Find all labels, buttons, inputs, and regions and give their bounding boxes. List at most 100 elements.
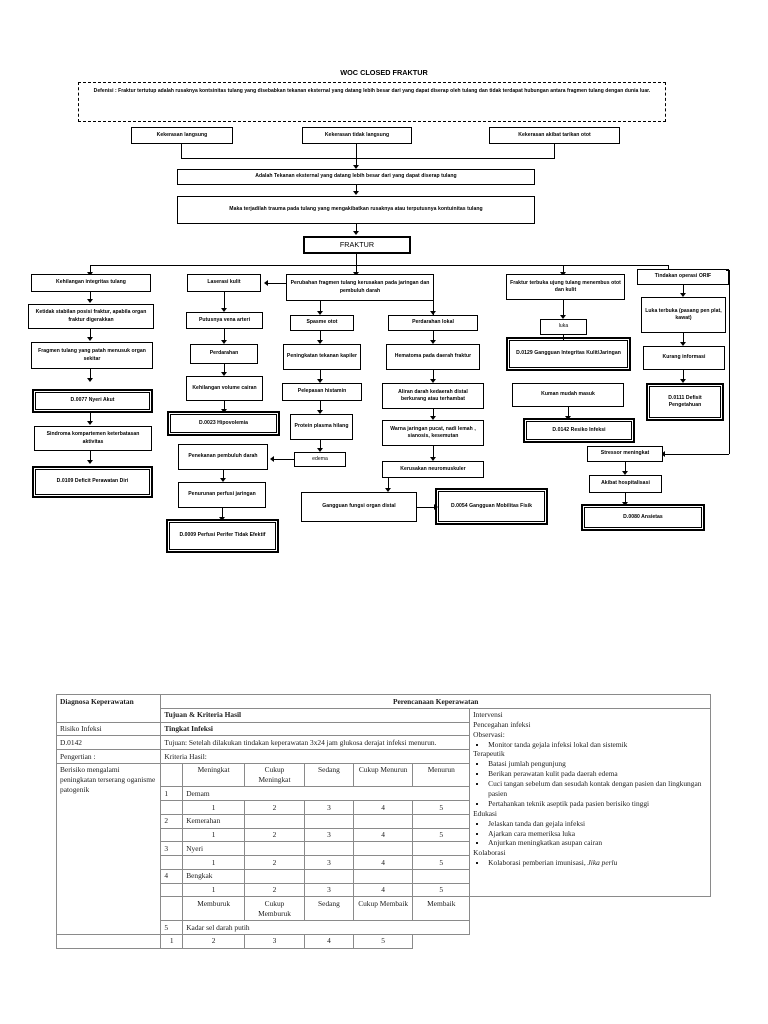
score-cell: 5 xyxy=(412,827,471,843)
diagnosa-code: D.0142 xyxy=(55,735,162,751)
spacer-cell xyxy=(160,896,184,922)
score-cell: 1 xyxy=(160,933,184,949)
edge-line xyxy=(320,370,321,380)
empty-cell xyxy=(352,841,414,857)
group-items-terapeutik: Batasi jumlah pengunjung Berikan perawat… xyxy=(482,759,707,809)
edge-line xyxy=(554,144,555,158)
spacer-cell xyxy=(160,882,184,898)
scale-label: Membaik xyxy=(412,896,471,922)
edge-line xyxy=(320,301,321,312)
node-d0129-gangguan-integritas-kulit: D.0129 Gangguan Integritas Kulit/Jaringa… xyxy=(506,337,631,371)
node-gangguan-fungsi-organ-distal: Gangguan fungsi organ distal xyxy=(301,492,417,522)
table-row: D.0142 Tujuan: Setelah dilakukan tindaka… xyxy=(55,735,711,751)
score-cell: 4 xyxy=(352,800,414,815)
arrow-head xyxy=(219,517,225,521)
woc-diagram: WOC CLOSED FRAKTUR Defenisi : Fraktur te… xyxy=(28,68,730,553)
edge-line xyxy=(563,335,564,343)
empty-cell xyxy=(352,813,414,829)
criteria-name: Demam xyxy=(182,786,471,802)
arrow-head xyxy=(680,342,686,346)
node-akibat-hospitalisasi: Akibat hospitalisasi xyxy=(589,475,662,493)
edge-line xyxy=(563,265,564,273)
edge-line xyxy=(356,158,357,166)
score-cell: 1 xyxy=(182,800,246,815)
edge-line xyxy=(388,478,389,489)
node-perubahan-fragmen: Perubahan fragmen tulang kerusakan pada … xyxy=(286,274,434,301)
arrow-head xyxy=(87,299,93,303)
arrow-head xyxy=(317,379,323,383)
group-items-edukasi: Jelaskan tanda dan gejala infeksi Ajarka… xyxy=(482,819,707,849)
edge-line xyxy=(320,440,321,449)
definition-box: Defenisi : Fraktur tertutup adalah rusak… xyxy=(78,82,666,122)
edge-line xyxy=(181,144,182,158)
score-cell: 2 xyxy=(244,800,305,815)
edge-line xyxy=(224,329,225,341)
arrow-head xyxy=(430,311,436,315)
arrow-head xyxy=(221,372,227,376)
col-tujuan-header: Tujuan & Kriteria Hasil xyxy=(160,707,471,723)
empty-cell xyxy=(244,868,305,884)
edge-line xyxy=(563,300,564,316)
score-cell: 2 xyxy=(244,882,305,898)
edge-line xyxy=(433,446,434,458)
node-d0009-perfusi-perifer: D.0009 Perfusi Perifer Tidak Efektif xyxy=(166,519,279,553)
score-cell: 1 xyxy=(182,827,246,843)
scale-label: Cukup Membaik xyxy=(352,896,414,922)
edge-line xyxy=(683,285,684,294)
arrow-head xyxy=(560,315,566,319)
edge-line xyxy=(224,292,225,309)
scale-label: Meningkat xyxy=(182,762,246,788)
diagram-title: WOC CLOSED FRAKTUR xyxy=(340,68,428,77)
group-items-observasi: Monitor tanda gejala infeksi lokal dan s… xyxy=(482,740,707,750)
arrow-head xyxy=(87,421,93,425)
score-cell: 3 xyxy=(303,827,354,843)
col-perencanaan-header: Perencanaan Keperawatan xyxy=(160,694,711,709)
table-row: Memburuk Cukup Memburuk Sedang Cukup Mem… xyxy=(57,896,711,922)
table-row: 2 Kemerahan xyxy=(57,813,711,829)
criteria-no: 4 xyxy=(160,868,184,884)
scale-label: Cukup Menurun xyxy=(352,762,414,788)
table-row: 3 Nyeri xyxy=(57,841,711,857)
tingkat-infeksi-label: Tingkat Infeksi xyxy=(160,721,471,737)
edge-line xyxy=(320,331,321,341)
list-item: Ajarkan cara memeriksa luka xyxy=(487,829,707,839)
table-row: 4 Bengkak xyxy=(57,868,711,884)
spacer-cell xyxy=(160,800,184,815)
node-kehilangan-volume-cairan: Kehilangan volume cairan xyxy=(186,376,263,401)
care-plan-table: Diagnosa Keperawatan Perencanaan Keperaw… xyxy=(55,694,711,949)
node-kerusakan-neuromuskuler: Kerusakan neuromuskuler xyxy=(382,461,484,478)
group-label-edukasi: Edukasi xyxy=(473,808,497,818)
node-kehilangan-integritas: Kehilangan integritas tulang xyxy=(31,274,151,292)
edge-line xyxy=(224,401,225,410)
criteria-no: 5 xyxy=(160,920,184,935)
edge-line xyxy=(90,292,91,300)
node-pelepasan-histamin: Pelepasan histamin xyxy=(282,383,362,401)
score-cell: 5 xyxy=(352,933,414,949)
list-item: Batasi jumlah pengunjung xyxy=(487,759,707,769)
score-cell: 5 xyxy=(412,800,471,815)
criteria-name: Bengkak xyxy=(182,868,246,884)
empty-cell xyxy=(352,868,414,884)
score-cell: 3 xyxy=(303,855,354,870)
edge-line xyxy=(417,507,435,508)
spacer-cell xyxy=(160,827,184,843)
edge-line xyxy=(90,265,91,273)
score-cell: 3 xyxy=(244,933,305,949)
arrow-head xyxy=(430,416,436,420)
edge-line xyxy=(729,270,730,454)
node-d0077-nyeri-akut: D.0077 Nyeri Akut xyxy=(32,389,153,413)
node-d0142-resiko-infeksi: D.0142 Resiko Infeksi xyxy=(523,418,635,443)
edge-line xyxy=(683,333,684,343)
table-row: 5 Kadar sel darah putih xyxy=(57,920,711,935)
empty-cell xyxy=(244,841,305,857)
group-label-observasi: Observasi: xyxy=(473,729,505,739)
criteria-no: 1 xyxy=(160,786,184,802)
arrow-head xyxy=(680,379,686,383)
node-kurang-informasi: Kurang informasi xyxy=(643,346,725,370)
edge-line xyxy=(274,459,294,460)
arrow-head xyxy=(317,311,323,315)
scale-label: Sedang xyxy=(303,762,354,788)
intervensi-title: Pencegahan infeksi xyxy=(473,720,531,730)
empty-cell xyxy=(412,868,471,884)
arrow-head xyxy=(430,340,436,344)
